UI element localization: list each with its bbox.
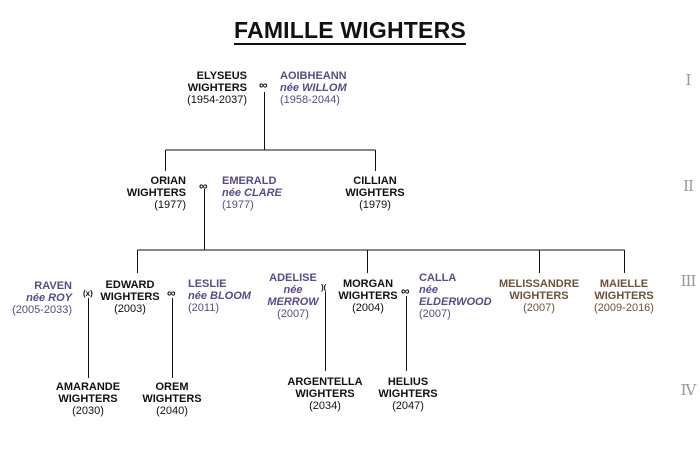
dates: (2004) (352, 302, 384, 314)
first-name: ORIAN (150, 175, 186, 187)
dates: (2034) (309, 400, 341, 412)
generation-label-2: II (683, 177, 694, 195)
maiden-name: née WILLOM (280, 82, 347, 94)
first-name: CALLA (419, 272, 457, 284)
dates: (1958-2044) (280, 94, 340, 106)
person-edward: EDWARD WIGHTERS (2003) (95, 279, 165, 315)
maiden-name: née ROY (26, 292, 72, 304)
dates: (2030) (72, 405, 104, 417)
person-cillian: CILLIAN WIGHTERS (1979) (335, 175, 415, 211)
first-name: MORGAN (342, 278, 394, 290)
person-melissandre: MELISSANDRE WIGHTERS (2007) (494, 278, 584, 314)
dates: (1977) (222, 199, 254, 211)
last-name: WIGHTERS (295, 388, 355, 400)
dates: (2047) (392, 400, 424, 412)
maiden-name-line2: MERROW (267, 296, 319, 308)
divorced-symbol: (x) (83, 289, 93, 298)
dates: (2005-2033) (12, 304, 72, 316)
first-name: MELISSANDRE (498, 278, 580, 290)
last-name: WIGHTERS (338, 290, 398, 302)
first-name: ADELISE (269, 272, 317, 284)
married-symbol: ∞ (167, 286, 176, 300)
person-argentella: ARGENTELLA WIGHTERS (2034) (280, 376, 370, 412)
person-helius: HELIUS WIGHTERS (2047) (373, 376, 443, 412)
generation-label-3: III (680, 272, 697, 290)
married-symbol: ∞ (199, 179, 208, 193)
dates: (2007) (419, 308, 451, 320)
dates: (2007) (523, 302, 555, 314)
dates: (2011) (188, 302, 219, 314)
dates: (2003) (114, 303, 146, 315)
page-title: FAMILLE WIGHTERS (0, 17, 700, 45)
first-name: AOIBHEANN (280, 70, 347, 82)
first-name: LESLIE (188, 278, 227, 290)
separated-symbol: )( (321, 283, 327, 292)
person-raven: RAVEN née ROY (2005-2033) (12, 280, 72, 316)
last-name: WIGHTERS (187, 82, 247, 94)
last-name: WIGHTERS (378, 388, 438, 400)
dates: (1979) (359, 199, 391, 211)
dates: (2007) (277, 308, 309, 320)
title-text: FAMILLE WIGHTERS (234, 17, 466, 45)
last-name: WIGHTERS (142, 393, 202, 405)
maiden-name-line2: ELDERWOOD (419, 296, 492, 308)
first-name: RAVEN (34, 280, 72, 292)
first-name: ELYSEUS (196, 70, 247, 82)
maiden-name: née BLOOM (188, 290, 251, 302)
dates: (1954-2037) (187, 94, 247, 106)
last-name: WIGHTERS (345, 187, 405, 199)
person-adelise: ADELISE née MERROW (2007) (258, 272, 328, 320)
person-emerald: EMERALD née CLARE (1977) (222, 175, 282, 211)
person-leslie: LESLIE née BLOOM (2011) (188, 278, 251, 314)
person-aoibheann: AOIBHEANN née WILLOM (1958-2044) (280, 70, 347, 106)
last-name: WIGHTERS (509, 290, 569, 302)
first-name: MAIELLE (599, 278, 649, 290)
married-symbol: ∞ (259, 78, 268, 92)
last-name: WIGHTERS (100, 291, 160, 303)
last-name: WIGHTERS (594, 290, 654, 302)
first-name: EDWARD (105, 279, 155, 291)
person-orian: ORIAN WIGHTERS (1977) (127, 175, 186, 211)
married-symbol: ∞ (401, 284, 410, 298)
maiden-name: née CLARE (222, 187, 282, 199)
first-name: EMERALD (222, 175, 277, 187)
maiden-name-line1: née (283, 284, 303, 296)
person-amarande: AMARANDE WIGHTERS (2030) (43, 381, 133, 417)
person-maielle: MAIELLE WIGHTERS (2009-2016) (584, 278, 664, 314)
generation-label-1: I (685, 71, 692, 89)
first-name: CILLIAN (353, 175, 397, 187)
last-name: WIGHTERS (58, 393, 118, 405)
generation-label-4: IV (680, 381, 697, 399)
person-orem: OREM WIGHTERS (2040) (137, 381, 207, 417)
first-name: AMARANDE (55, 381, 121, 393)
person-calla: CALLA née ELDERWOOD (2007) (419, 272, 492, 320)
maiden-name-line1: née (419, 284, 438, 296)
first-name: ARGENTELLA (287, 376, 363, 388)
dates: (2009-2016) (594, 302, 654, 314)
last-name: WIGHTERS (126, 187, 186, 199)
first-name: HELIUS (387, 376, 429, 388)
first-name: OREM (155, 381, 189, 393)
dates: (1977) (154, 199, 186, 211)
dates: (2040) (156, 405, 188, 417)
person-morgan: MORGAN WIGHTERS (2004) (332, 278, 404, 314)
person-elyseus: ELYSEUS WIGHTERS (1954-2037) (187, 70, 247, 106)
